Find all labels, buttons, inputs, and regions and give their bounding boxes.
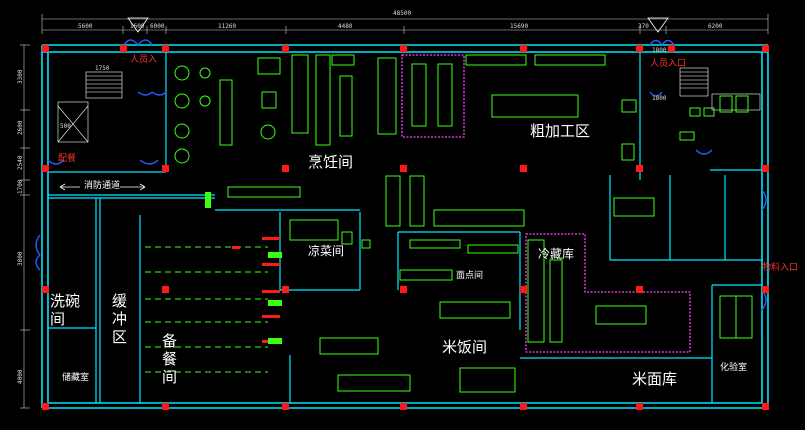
dim-left-4: 1700 — [17, 179, 24, 194]
dim-small-1: 500 — [60, 123, 71, 130]
room-dish-washing: 洗碗间 — [50, 292, 81, 328]
room-rice-cooking: 米饭间 — [442, 338, 488, 356]
room-serving-prep: 备餐间 — [162, 332, 178, 386]
dim-left-1: 3300 — [17, 69, 24, 84]
interior-walls — [48, 52, 762, 403]
dim-left-3: 2540 — [17, 155, 24, 170]
room-rice-flour-store: 米面库 — [632, 370, 678, 388]
dim-top-9: 1800 — [652, 47, 667, 54]
room-lab: 化验室 — [720, 363, 748, 373]
label-goods-entry: 物料入口 — [762, 263, 799, 273]
label-staff-entry-left: 人员入 — [130, 55, 158, 65]
dim-total: 48500 — [393, 10, 412, 17]
stairs-right — [679, 67, 761, 111]
room-corridor: 消防通道 — [84, 181, 121, 191]
room-cold-dish: 凉菜间 — [308, 244, 345, 258]
dim-left-6: 4000 — [17, 369, 24, 384]
dimension-lines — [20, 14, 769, 409]
dim-stair: 1750 — [95, 65, 110, 72]
room-rough-processing: 粗加工区 — [530, 122, 591, 140]
room-buffer-zone: 缓冲区 — [112, 292, 128, 346]
prep-benches — [145, 246, 268, 373]
room-cooking: 烹饪间 — [308, 153, 354, 171]
dim-top-3: 6000 — [150, 23, 165, 30]
label-locker: 配餐 — [58, 154, 77, 164]
corridor-arrows — [59, 183, 146, 191]
dim-top-6: 15690 — [510, 23, 529, 30]
dim-small-2: 1800 — [652, 95, 667, 102]
stairs-left — [57, 71, 123, 143]
columns — [42, 45, 769, 410]
room-cold-storage: 冷藏库 — [538, 247, 575, 261]
dim-left-2: 2600 — [17, 120, 24, 135]
label-staff-entry-right: 人员入口 — [650, 59, 687, 69]
room-storage: 储藏室 — [62, 373, 90, 383]
equipment — [174, 54, 753, 393]
dim-left-5: 3800 — [17, 251, 24, 266]
room-pastry: 面点间 — [456, 271, 484, 281]
dim-top-5: 4480 — [338, 23, 353, 30]
entry-markers — [127, 17, 669, 33]
cold-room-outline — [401, 54, 691, 353]
dim-top-1: 5600 — [78, 23, 93, 30]
dim-top-4: 11260 — [218, 23, 237, 30]
dim-top-7: 370 — [638, 23, 649, 30]
dim-top-8: 6200 — [708, 23, 723, 30]
dim-top-2: 1600 — [130, 23, 145, 30]
green-markers — [205, 192, 282, 344]
